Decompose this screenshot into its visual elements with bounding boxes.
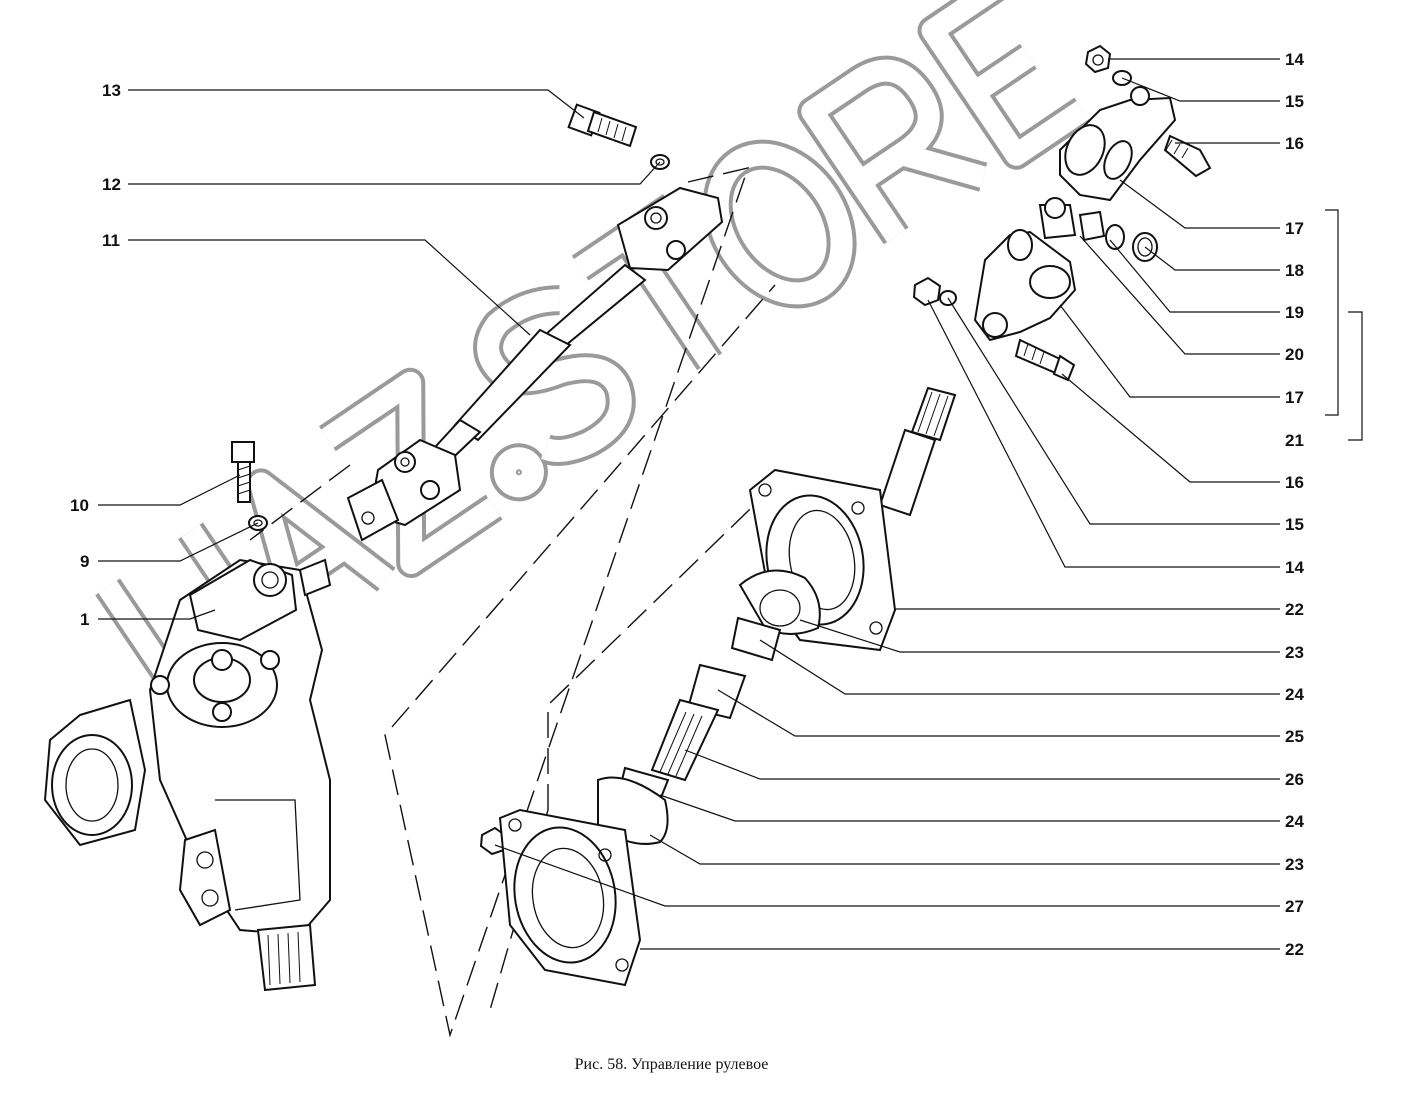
callout-26: 26 [1285,770,1304,789]
callout-12: 12 [102,175,121,194]
callout-10: 10 [70,496,89,515]
figure-caption-text: Рис. 58. Управление рулевое [574,1056,769,1073]
callout-14-lower: 14 [1285,558,1304,577]
column-bracket-upper [1059,44,1212,202]
callout-16-top: 16 [1285,134,1304,153]
figure-caption: Рис. 58. Управление рулевое [0,1056,1413,1074]
callout-14-top: 14 [1285,50,1304,69]
callout-1: 1 [80,610,89,629]
steering-gear-1 [43,558,332,992]
leader-lines [98,58,1363,950]
callout-15-top: 15 [1285,92,1304,111]
callout-18: 18 [1285,261,1304,280]
callout-labels: 13 12 11 10 9 1 14 15 16 17 18 19 20 17 … [70,50,1304,959]
callout-22-upper: 22 [1285,600,1304,619]
callout-16-lower: 16 [1285,473,1304,492]
callout-23-lower: 23 [1285,855,1304,874]
callout-17-top: 17 [1285,219,1304,238]
intermediate-shaft-11 [346,186,724,542]
callout-15-lower: 15 [1285,515,1304,534]
callout-19: 19 [1285,303,1304,322]
column-bracket-lower [912,197,1158,382]
callout-27: 27 [1285,897,1304,916]
callout-20: 20 [1285,345,1304,364]
column-shaft-assembly [479,386,957,987]
bolt-10 [231,441,255,503]
callout-23-upper: 23 [1285,643,1304,662]
callout-24-lower: 24 [1285,812,1304,831]
assembly-guide-lines [249,167,781,1038]
callout-21: 21 [1285,431,1304,450]
callout-24-upper: 24 [1285,685,1304,704]
callout-9: 9 [80,552,89,571]
callout-13: 13 [102,81,121,100]
bolt-13 [567,103,638,148]
callout-17-lower: 17 [1285,388,1304,407]
callout-22-lower: 22 [1285,940,1304,959]
callout-25: 25 [1285,727,1304,746]
callout-11: 11 [102,231,120,250]
